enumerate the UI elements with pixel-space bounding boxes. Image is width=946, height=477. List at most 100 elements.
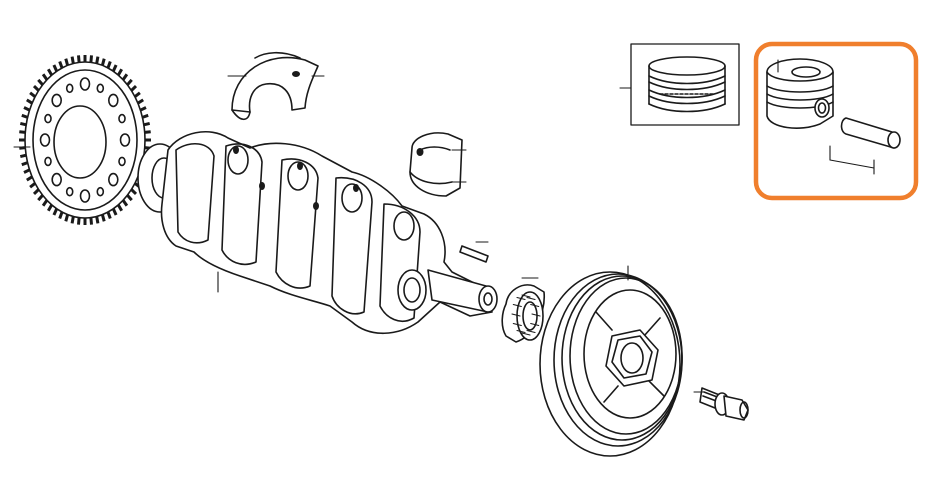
main-bearing-oil-hole [292, 71, 300, 77]
ring-gear-tooth [47, 204, 53, 212]
ring-gear-tooth [47, 68, 53, 76]
bolt-head-face [739, 401, 749, 419]
ring-gear-tooth [89, 217, 93, 225]
crankshaft-web-4 [331, 177, 373, 315]
flex-plate-hole [39, 133, 51, 147]
needle-roller [530, 303, 540, 308]
rod-bearing-edge [409, 171, 453, 185]
ring-gear-tooth [29, 182, 37, 189]
flex-plate-hole [96, 186, 105, 197]
crankshaft-web-1 [175, 143, 215, 244]
piston-pin-end [887, 131, 901, 149]
ring-gear-tooth [143, 121, 151, 127]
ring-gear-tooth [41, 199, 49, 207]
ring-gear-tooth [126, 194, 133, 202]
flex-plate-hole [79, 189, 91, 203]
ring-gear-tooth [19, 146, 26, 150]
flex-plate-hole [44, 156, 52, 167]
ring-gear-tooth [21, 113, 29, 119]
flex-plate-hole [51, 93, 63, 108]
piston-ring-3 [648, 103, 726, 113]
needle-roller [516, 296, 526, 301]
main-bearing-lip [254, 51, 301, 59]
needle-roller [516, 329, 526, 334]
flex-plate-hole [119, 133, 131, 147]
needle-roller [526, 296, 536, 301]
needle-roller [530, 322, 540, 327]
piston-ring-set-frame [630, 43, 740, 126]
ring-gear-tooth [121, 199, 129, 207]
bolt-hex-head [723, 395, 749, 421]
piston-ring-groove-2 [766, 93, 834, 101]
flex-plate-hole [108, 172, 119, 187]
ring-gear-tooth [95, 216, 100, 224]
crankshaft-oil-hole-5 [353, 184, 359, 192]
crankshaft-journal-3 [341, 183, 363, 213]
ring-gear-tooth [121, 73, 129, 81]
flex-plate-hole [96, 83, 105, 94]
ring-gear-tooth [130, 188, 138, 195]
crankshaft-journal-2 [287, 161, 309, 191]
flex-plate-hole [118, 113, 126, 124]
ring-gear-tooth [95, 56, 100, 64]
flex-plate-hole [51, 172, 63, 187]
ring-gear-tooth [52, 208, 59, 216]
crankshaft-front-journal-inner [403, 277, 421, 303]
piston-ring-stack-sides [648, 65, 726, 105]
ring-gear-tooth [29, 91, 37, 98]
crankshaft-oil-hole-2 [259, 182, 265, 190]
ring-gear-tooth [19, 121, 27, 127]
pulley-spokes [595, 311, 665, 403]
piston-pin-boss [814, 98, 830, 118]
ring-gear-tooth [26, 175, 33, 182]
needle-roller [512, 303, 522, 308]
ring-gear-tooth [21, 161, 29, 167]
ring-gear-tooth [106, 60, 112, 69]
piston-ring-set [619, 43, 740, 126]
crankshaft-oil-hole-1 [233, 146, 239, 154]
pulley-groove-3 [569, 277, 683, 435]
ring-gear-tooth [106, 211, 112, 220]
woodruff-key [459, 241, 489, 263]
crankshaft-oil-hole-3 [297, 162, 303, 170]
crankshaft-journal-4 [393, 211, 415, 241]
rod-bearing-shell [409, 132, 463, 197]
ring-gear-tooth [141, 113, 149, 119]
crankshaft-web-2 [221, 143, 263, 266]
ring-gear-tooth [100, 214, 106, 222]
highlight-frame [753, 41, 919, 201]
piston-ring-1 [648, 75, 726, 85]
needle-bearing-face [516, 291, 544, 341]
needle-roller [521, 294, 531, 298]
ring-gear-tooth [37, 194, 44, 202]
ring-gear-tooth [117, 204, 123, 212]
rod-bearing-tab [416, 148, 424, 156]
piston-ring-2b [648, 95, 726, 105]
pulley-hex-inner [611, 335, 653, 379]
woodruff-key-body [459, 245, 489, 263]
needle-roller [511, 313, 521, 317]
flex-plate-hole [65, 186, 74, 197]
piston-pin-bore [817, 102, 827, 114]
flex-plate-hole [108, 93, 119, 108]
ring-gear-tooth [19, 153, 27, 159]
needle-roller [521, 332, 531, 336]
flex-plate-hole [44, 113, 52, 124]
ring-gear-tooth [70, 56, 75, 64]
ring-gear-tooth [70, 216, 75, 224]
piston-crown-dish [791, 66, 821, 78]
needle-bearing-bore [522, 301, 538, 331]
pulley-center-bore [620, 342, 644, 374]
ring-gear-tooth [58, 211, 64, 220]
flex-plate-hole [65, 83, 74, 94]
ring-gear-tooth [19, 130, 26, 134]
flex-plate [13, 55, 151, 225]
piston-ring-1b [648, 81, 726, 91]
main-bearing-upper [227, 51, 325, 121]
ring-gear-tooth [126, 78, 133, 86]
main-bearing-shell [231, 56, 319, 113]
ring-gear-tooth [144, 130, 151, 134]
ring-gear-tooth [111, 208, 118, 216]
crankshaft-journal-1 [227, 145, 249, 175]
ring-gear-tooth [37, 78, 44, 86]
